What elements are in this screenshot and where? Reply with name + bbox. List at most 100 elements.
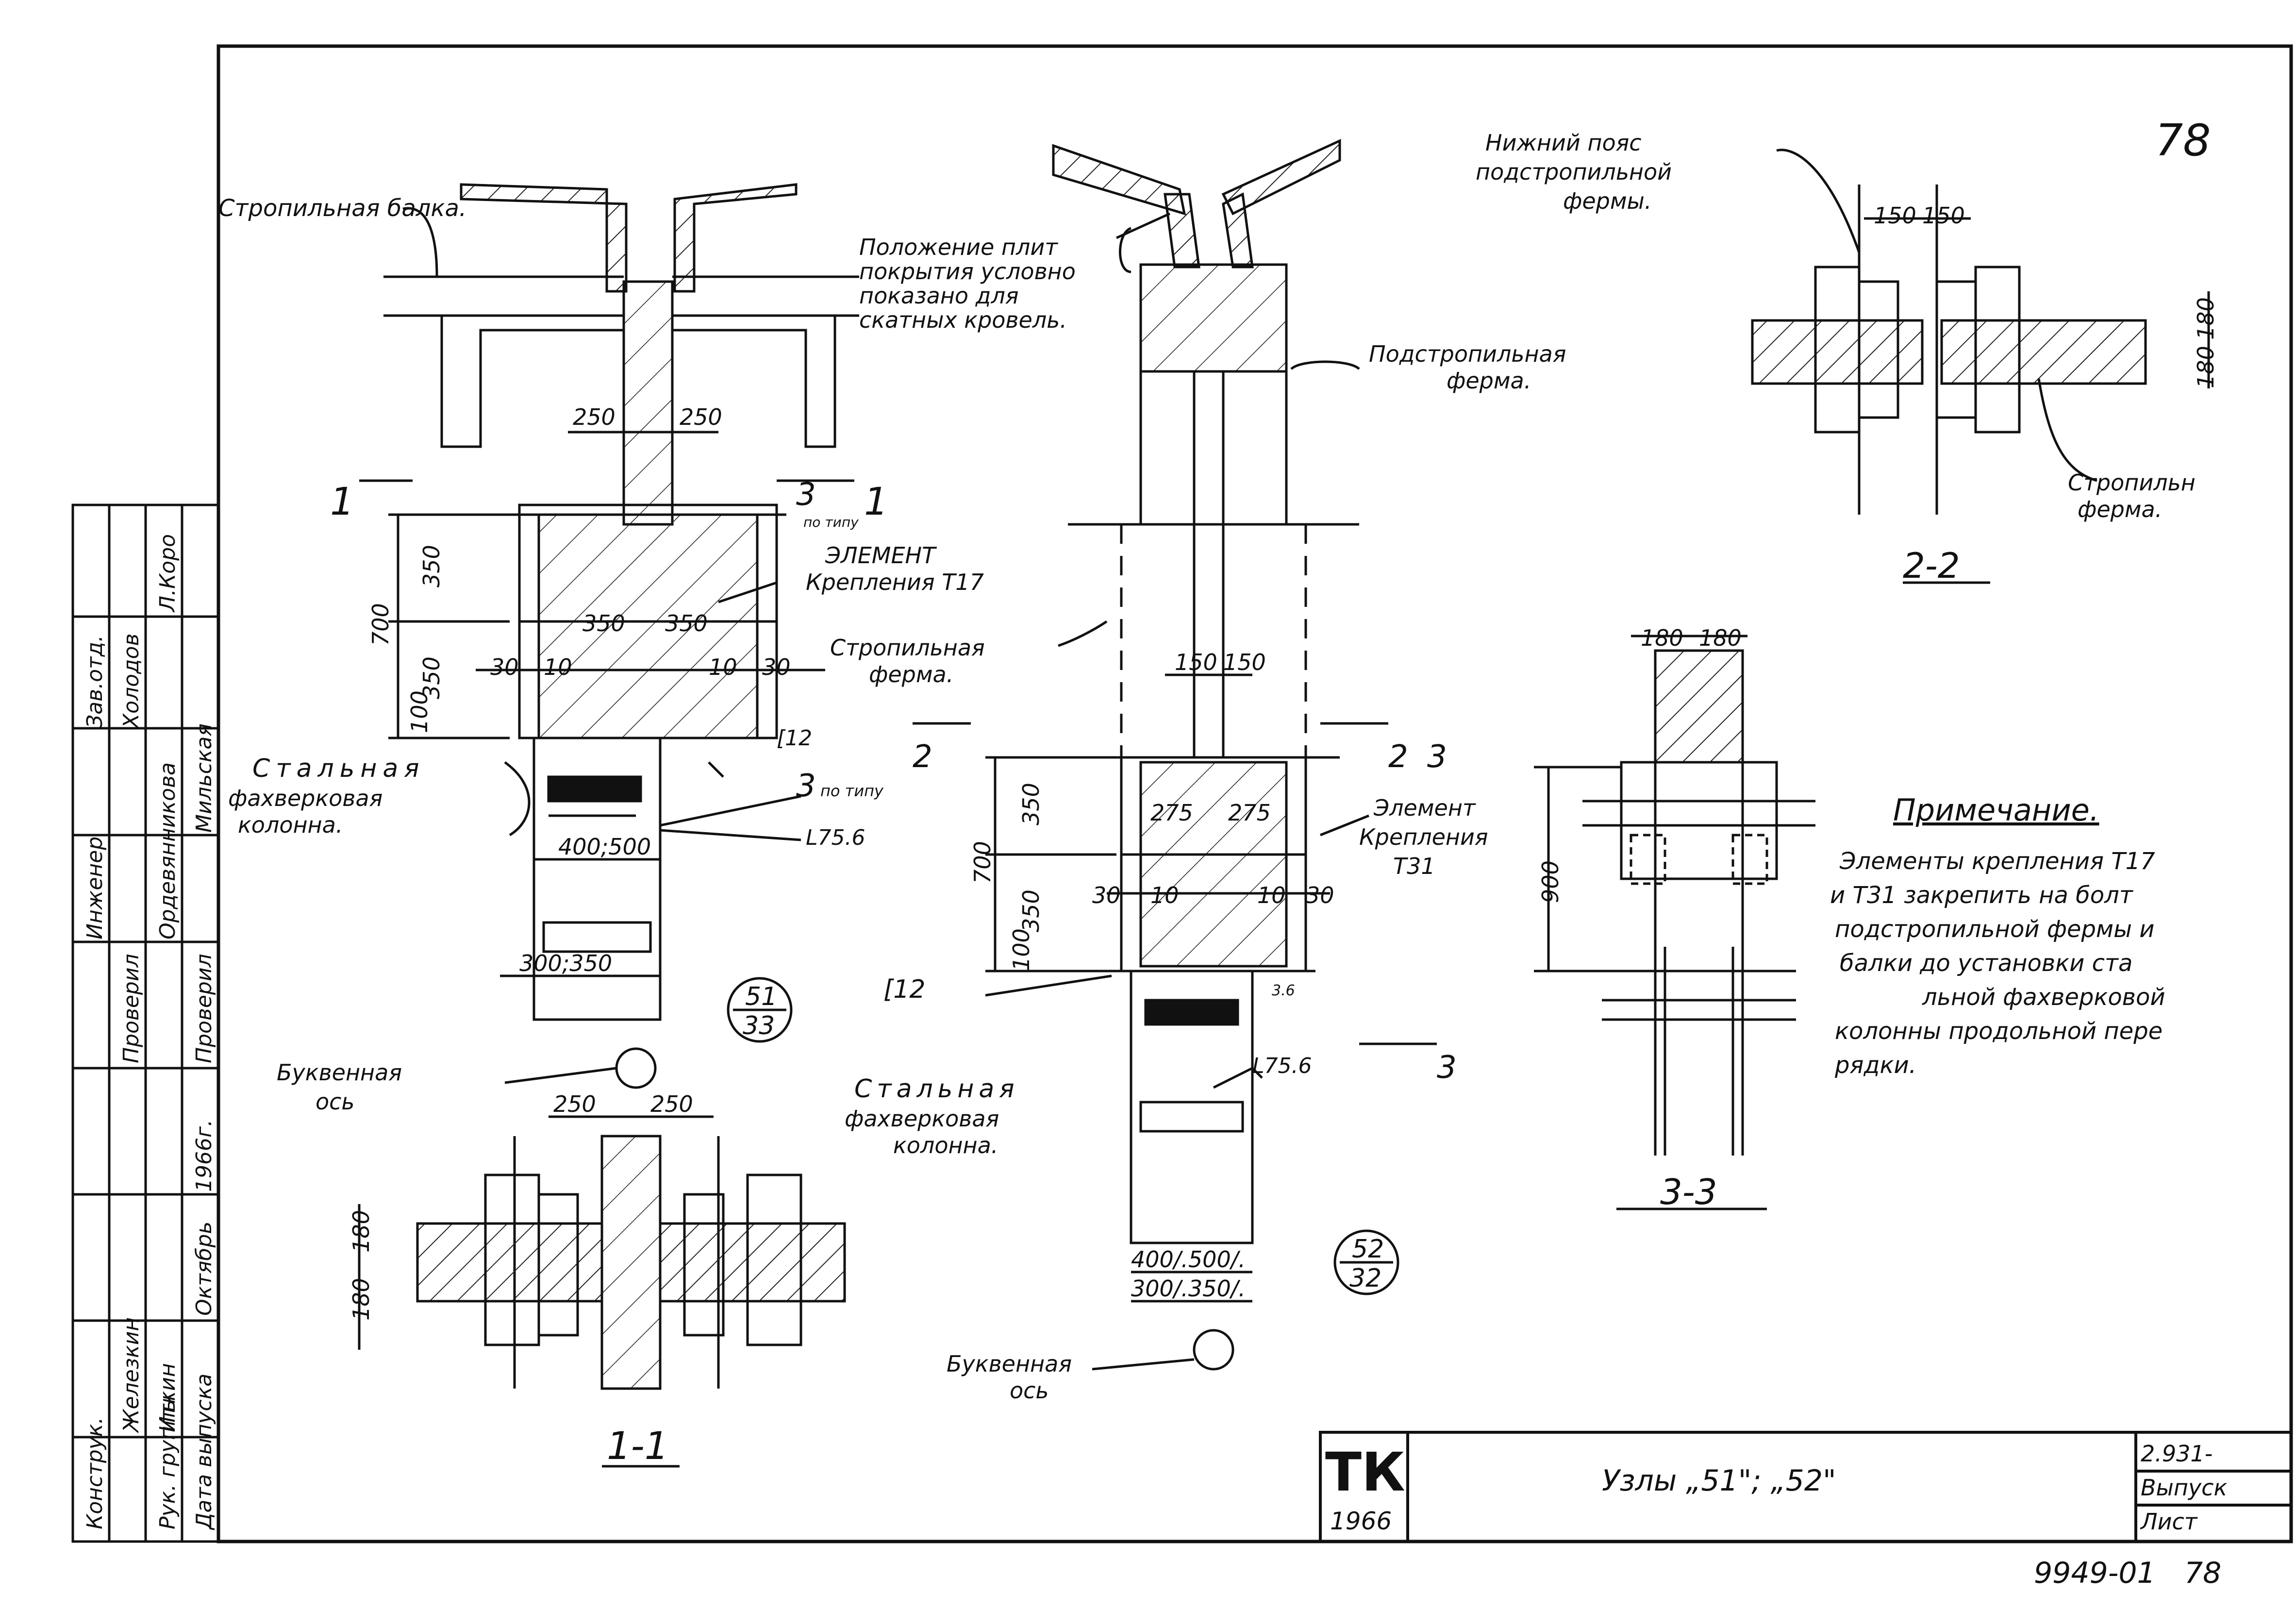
stamp-logo: ТК <box>1325 1441 1405 1503</box>
side-row-5-role: Проверил <box>192 954 216 1063</box>
label-steel-col-mid-2: фахверковая <box>845 1106 999 1132</box>
dim-350-f: 350 <box>1018 889 1044 932</box>
dim-350-d: 350 <box>665 610 708 637</box>
section-1-1-drawing <box>358 1115 846 1468</box>
label-slab-note-2: покрытия условно <box>859 258 1076 285</box>
label-section-2-2: 2-2 <box>1903 545 1960 586</box>
cut-mark-1-left: 1 <box>330 480 354 524</box>
dim-10-b: 10 <box>709 654 737 680</box>
dim-150-c: 150 <box>1874 202 1916 229</box>
note-line-1: Элементы крепления Т17 <box>1839 848 2155 875</box>
label-steel-col-mid-3: колонна. <box>893 1132 998 1158</box>
note-line-4: балки до установки ста <box>1840 950 2132 977</box>
label-rafter-truss-1: Стропильная <box>830 635 985 661</box>
dim-30-b: 30 <box>762 654 791 680</box>
side-row-1-name: Холодов <box>119 634 144 729</box>
label-lower-chord-3: фермы. <box>1563 188 1651 214</box>
label-sub-truss-1: Подстропильная <box>1369 341 1566 367</box>
dim-180-b: 180 <box>2193 346 2219 388</box>
label-lower-chord-2: подстропильной <box>1476 159 1672 185</box>
node-52-bottom: 32 <box>1349 1264 1381 1293</box>
dim-350-e: 350 <box>1018 783 1044 825</box>
dim-300-350-b: 300/.350/. <box>1131 1275 1246 1302</box>
node-51-bottom: 33 <box>743 1011 775 1040</box>
stamp-year: 1966 <box>1330 1507 1392 1535</box>
sheet-number-top: 78 <box>2155 115 2211 166</box>
label-sub-truss-2: ферма. <box>1447 368 1531 394</box>
sheet-number-bottom: 78 <box>2184 1556 2221 1590</box>
label-l75-left: L75.6 <box>806 825 865 850</box>
cut-mark-3-lower: 3 <box>1437 1050 1457 1086</box>
label-lower-chord-1: Нижний пояс <box>1485 130 1642 156</box>
side-row-7-name: Иткин <box>155 1363 180 1432</box>
label-c12-mid: [12 <box>883 975 925 1004</box>
side-row-1-sign: Л.Коро <box>155 534 180 613</box>
label-element-t17-1: ЭЛЕМЕНТ <box>825 542 937 569</box>
side-row-8-name: Октябрь <box>192 1222 216 1316</box>
side-table-text: Зав.отд. Холодов Л.Коро Инженер Проверил… <box>83 534 216 1530</box>
label-section-1-1: 1-1 <box>607 1425 668 1468</box>
label-steel-col-mid-1: Стальная <box>854 1074 1019 1104</box>
label-rafter-truss-r-2: ферма. <box>2078 496 2162 522</box>
dim-400-500-b: 400/.500/. <box>1131 1246 1246 1273</box>
stamp-sheet: Лист <box>2140 1508 2198 1535</box>
dim-100-b: 100 <box>1008 928 1034 971</box>
side-row-8-sign: 1966г. <box>192 1120 216 1192</box>
section-2-2-drawing <box>1751 149 2210 584</box>
note-block: Примечание. Элементы крепления Т17 и Т31… <box>1830 792 2165 1079</box>
side-approval-table <box>71 503 220 1543</box>
dim-180-e: 180 <box>348 1210 374 1253</box>
side-row-4-name: Ордевянникова <box>155 762 180 939</box>
cut-mark-2-left: 2 <box>913 739 932 775</box>
side-row-6-role: Конструк. <box>83 1417 107 1529</box>
label-steel-col-left-1: Стальная <box>252 754 425 783</box>
dim-250-c: 250 <box>553 1091 596 1117</box>
stamp-text: ТК 1966 Узлы „51"; „52" 2.931- Выпуск Ли… <box>1325 1441 2227 1535</box>
stamp-series: 2.931- <box>2141 1441 2213 1467</box>
label-element-t17-2: Крепления Т17 <box>806 569 984 595</box>
dim-900: 900 <box>1537 860 1564 903</box>
note-line-5: льной фахверковой <box>1922 984 2165 1011</box>
label-element-t31-3: Т31 <box>1393 853 1435 879</box>
label-po-tipu-1: по типу <box>803 514 859 530</box>
note-line-2: и Т31 закрепить на болт <box>1830 882 2134 909</box>
labels: Стропильная балка. Положение плит покрыт… <box>218 115 2221 1590</box>
label-letter-axis-mid-2: ось <box>1010 1377 1049 1404</box>
dim-30-c: 30 <box>1092 882 1121 908</box>
label-element-t31-2: Крепления <box>1359 824 1488 850</box>
dim-180-a: 180 <box>2193 297 2219 340</box>
side-row-7-role: Рук. группы <box>155 1395 180 1529</box>
side-row-1-role: Зав.отд. <box>83 635 107 728</box>
dim-10-d: 10 <box>1257 882 1286 908</box>
label-element-t31-1: Элемент <box>1373 795 1476 821</box>
dim-30-d: 30 <box>1306 882 1334 908</box>
note-line-7: рядки. <box>1834 1052 1916 1079</box>
dim-700-b: 700 <box>969 841 996 884</box>
section-3-3-drawing <box>1534 635 1815 1210</box>
label-slab-note-4: скатных кровель. <box>859 307 1067 333</box>
label-c12-left: [12 <box>777 726 812 751</box>
dim-180-d: 180 <box>1699 625 1742 651</box>
dim-150-a: 150 <box>1175 649 1217 675</box>
cut-mark-1-right: 1 <box>864 480 888 524</box>
dim-100: 100 <box>406 690 433 733</box>
label-letter-axis-mid-1: Буквенная <box>947 1351 1072 1377</box>
note-line-6: колонны продольной пере <box>1835 1018 2163 1045</box>
side-row-8-role: Дата выпуска <box>192 1374 216 1530</box>
note-line-3: подстропильной фермы и <box>1835 916 2154 943</box>
node-52-drawing <box>913 139 1437 1371</box>
label-slab-note-3: показано для <box>859 283 1019 309</box>
dim-400-500: 400;500 <box>558 834 651 860</box>
dim-250-b: 250 <box>680 404 722 430</box>
dim-30-a: 30 <box>490 654 519 680</box>
dimension-texts: 250 250 350 700 350 100 350 350 30 10 10… <box>348 202 2219 1321</box>
handwritten-small: 3.6 <box>1272 982 1295 999</box>
dim-350-a: 350 <box>418 545 445 587</box>
cut-mark-2-right: 2 <box>1388 739 1408 775</box>
dim-250-d: 250 <box>650 1091 693 1117</box>
node-51-top: 51 <box>745 982 777 1011</box>
side-row-6-name: Железкин <box>119 1317 144 1434</box>
label-slab-note-1: Положение плит <box>859 234 1058 260</box>
note-title: Примечание. <box>1893 792 2099 828</box>
label-rafter-truss-2: ферма. <box>869 661 953 687</box>
